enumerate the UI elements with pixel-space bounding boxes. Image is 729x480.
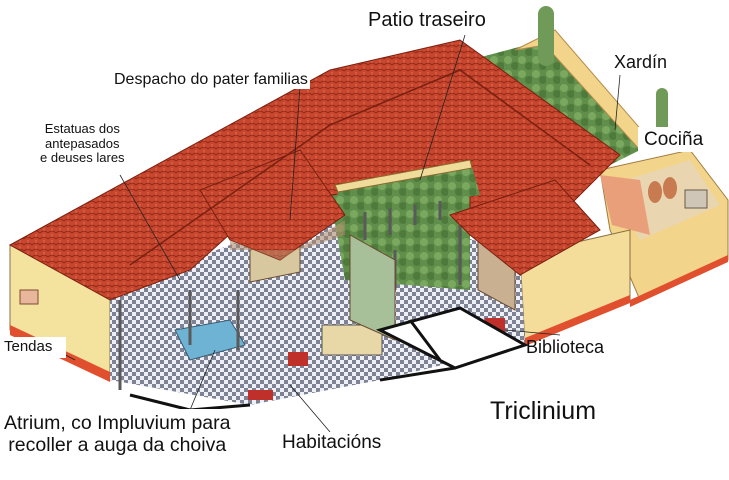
room-outlines xyxy=(129,306,529,412)
label-patio-traseiro: Patio traseiro xyxy=(368,9,486,31)
label-habitacions: Habitacións xyxy=(280,432,384,454)
label-tendas: Tendas xyxy=(0,337,67,358)
label-xardin: Xardín xyxy=(614,52,668,72)
label-despacho: Despacho do pater familias xyxy=(112,71,310,89)
label-triclinium: Triclinium xyxy=(488,397,599,425)
label-biblioteca: Biblioteca xyxy=(526,337,605,357)
label-cocina: Cociña xyxy=(638,127,710,153)
label-estatuas: Estatuas dos antepasados e deuses lares xyxy=(38,121,127,166)
kitchen-area xyxy=(599,149,729,307)
label-atrium: Atrium, co Impluvium para recoller a aug… xyxy=(0,409,239,457)
roof xyxy=(8,39,621,301)
leader-lines xyxy=(59,34,621,433)
